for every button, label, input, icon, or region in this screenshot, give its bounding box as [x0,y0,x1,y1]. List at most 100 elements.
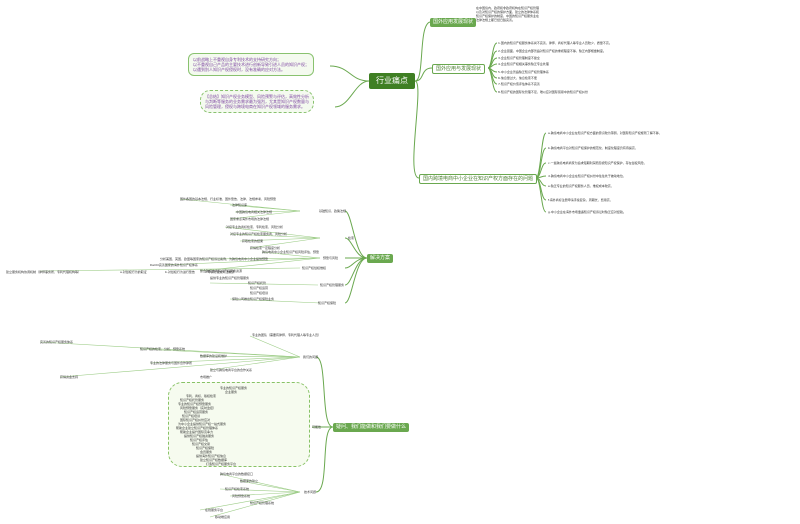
solution-leaf: 对接专业的知识产权检索服务商、风险分析 [230,232,288,236]
company-leaf: 提供知识产权融资服务 [184,434,215,438]
sme-item: f.海外商标注册申请手续复杂，周期长，费用高， [548,198,613,202]
company-group[interactable]: 技术问题 [304,490,317,494]
company-leaf: 知识产权检索系统 [225,487,250,491]
company-leaf: 知识产权交易 [192,442,211,446]
company-leaf: 建立知识产权数据库 [200,458,228,462]
hub-rules[interactable]: 国外应用发展现状 [430,18,477,27]
rules-detail-line: 在中国境内，政府和非政府机构在知识产权管理 [476,6,540,10]
protect-item: 5.中小企业普遍缺乏知识产权管理体系 [498,70,549,74]
note-summary-top: 以前战略上不重视自身专利技术的支持研究方向； 以不重视自己产品的主要技术进行创新… [188,53,314,76]
company-leaf: 帮助企业建立知识产权管理体系 [176,426,219,430]
solution-leaf: 知识产权培训 [250,291,269,295]
protect-item: 7.知识产权价值评估体系不完善 [498,82,540,86]
solution-leaf: b.对侵权行为进行警告 [165,270,195,274]
solution-leaf: 分析美国、英国、欧盟等国家的知识产权诉讼案例，为跨境电商中小企业提供预警 [160,257,269,261]
rules-detail: 在中国境内，政府和非政府机构在知识产权管理 以及对知识产权的保护方面，建立的法律… [476,6,539,22]
hub-company[interactable]: 疑问、我们能做和我们要做什么 [333,423,410,432]
solution-leaf: 中国跨境电商相关法律法规 [236,210,273,214]
company-leaf: 专业的知识产权服务 [220,386,248,390]
company-leaf: 风险预警系统 [232,494,251,498]
solution-group[interactable]: 检索 [348,236,355,240]
rules-detail-line: 知识产权保护的制度，中国的知识产权服务业在 [476,14,540,18]
company-group[interactable]: 我们的问题 [303,355,319,359]
protect-item: 8.知识产权的国际化管理不足，难以应对国际贸易中的知识产权纠纷 [498,90,588,94]
solution-leaf: 跨境电商中小企业知识产权风险评估、预警 [262,250,320,254]
solution-leaf: DeOO完善国家的海外知识产权体系 [150,263,198,267]
sme-item: a.跨境电商中小企业在知识产权方面的意识较为薄弱，对国际知识产权规则了解不够， [548,131,662,135]
solution-leaf: 整合跨境电商知识产权服务资源 [200,269,243,273]
possibility-cluster [168,382,310,467]
company-leaf: 会员服务 [200,450,213,454]
company-leaf: 知识产权培训 [182,414,201,418]
note-line: 【总结】知识产权业务模型、风险预警与评估，高效性分析 [205,94,309,99]
company-leaf: 完善的知识产权服务体系 [40,340,74,344]
protect-item: 2.企业层面，中国企业内部普遍对知识产权的重视程度不够，缺乏内部规章制度。 [498,49,606,53]
company-leaf: 知识产权保险 [196,446,215,450]
company-leaf: 打造知识产权服务平台 [206,462,237,466]
protect-item: 4.企业知识产权相关事务缺乏专业处理 [498,62,549,66]
company-leaf: 知识产权托管服务 [180,398,205,402]
company-leaf: 企业服务 [225,390,238,394]
solution-leaf: 知识产权托管 [248,281,267,285]
solution-leaf: 保险公司推出知识产权保险业务 [232,297,275,301]
solution-leaf: a.对侵权行为的取证 [120,270,147,274]
solution-leaf: 对接专业的商标检索、专利检索、风险分析 [226,225,284,229]
note-line: 以遇到别人知识产权侵权时，没有准确的应对方法。 [193,67,285,72]
solution-leaf: 建立服务机构协调机制（律师事务所、专利代理机构等） [6,270,82,274]
company-leaf: 国际知识产权纠纷应对 [180,418,211,422]
company-leaf: 帮助企业提升国际竞争力 [180,430,214,434]
company-leaf: 数据库的建立 [240,479,259,483]
note-summary-mid: 【总结】知识产权业务模型、风险预警与评估，高效性分析 与判断等服务的业务需求最为… [200,90,314,113]
company-leaf: 市场推广 [200,375,213,379]
company-leaf: 专业的知识产权预警服务 [178,402,212,406]
company-leaf: 数据库的建设和维护 [200,354,228,358]
company-group[interactable]: 可能性 [312,425,322,429]
company-leaf: 专利、商标、版权检索 [186,394,217,398]
solution-group[interactable]: 基础知识、政策法规 [319,209,347,213]
hub-solution[interactable]: 解决方案 [367,254,394,263]
protect-item: 1.国内的知识产权服务体系尚不完善，律师、商标代理人等专业人员较少，质量不高。 [498,41,612,45]
company-leaf: 在线服务平台 [205,508,224,512]
hub-protect[interactable]: 国外应用与发展现状 [432,64,486,74]
note-line: 以前战略上不重视自身专利技术的支持研究方向； [193,57,281,62]
note-line: 与判断等服务的业务需求最为强烈，尤其是知识产权数量与 [205,99,309,104]
sme-item: e.缺乏专业的知识产权服务人员，维权成本较高， [548,184,614,188]
solution-leaf: 国家重点海外市场的法律法规 [230,217,270,221]
sme-item: c.一些跨境电商商家为追求短期利润而忽视知识产权保护，存在侵权风险， [548,161,647,165]
company-leaf: 提供海外知识产权信息 [196,454,227,458]
protect-item: 6.信息量过大，信息检索不便 [498,76,537,80]
solution-group[interactable]: 知识产权保险 [318,301,337,305]
solution-leaf: 知识产权运营 [250,286,269,290]
company-leaf: 风险预警服务（实时监控） [180,406,217,410]
company-leaf: 专业的团队（需要有律师、专利代理人等专业人员） [252,333,322,337]
company-leaf: 为中小企业提供知识产权一站式服务 [178,422,227,426]
company-leaf: 获得资金支持 [60,375,79,379]
protect-item: 3.企业知识产权管理制度不健全 [498,56,540,60]
solution-leaf: 国外各国的基本法规、行业标准、国外警告、法律、法规参考、风险预警 [180,197,277,201]
solution-group[interactable]: 知识产权管理服务 [320,283,345,287]
company-leaf: 知识产权评估 [190,438,209,442]
rules-detail-line: 法律法规上都已经日臻完善。 [476,18,516,22]
solution-leaf: 获取检索的结果 [242,239,264,243]
sme-item: g.中小企业在海外市场遭遇知识产权诉讼时缺乏应对经验。 [548,210,626,214]
company-leaf: 知识产权的检索、分析、预警系统 [140,347,186,351]
company-leaf: 移动端应用 [215,515,231,519]
solution-group[interactable]: 预警与风险 [323,256,339,260]
solution-leaf: 法律知识库 [232,203,248,207]
root-node[interactable]: 行业痛点 [369,73,415,89]
solution-leaf: c.申请行政或司法救济 [205,270,235,274]
hub-sme[interactable]: 国内跨境电商中小企业在知识产权方面存在的问题 [419,174,538,184]
company-leaf: 知识产权管理系统 [250,501,275,505]
company-leaf: 专业的法律服务与国外合作律所 [150,361,193,365]
solution-leaf: 提供专业的知识产权管理服务 [210,276,250,280]
sme-item: b.跨境电商平台对知识产权保护的规范化、制度化程度仍有待提高， [548,146,638,150]
company-leaf: 知识产权运营服务 [184,410,209,414]
solution-group[interactable]: 知识产权侵权维权 [302,266,327,270]
company-leaf: 跨境电商平台的数据接口 [220,472,254,476]
sme-item: d.跨境电商中小企业在知识产权纠纷中往往处于被动地位， [548,174,626,178]
solution-leaf: 获得检索一定程度分析 [250,246,281,250]
note-line: 以不重视自己产品的主要技术进行创新导致引进人员的知识产权； [193,62,309,67]
note-line: 风险管理，侵权与跨境电商在知识产权领域的服务需求。 [205,104,305,109]
rules-detail-line: 以及对知识产权的保护方面，建立的法律体系和 [476,10,540,14]
